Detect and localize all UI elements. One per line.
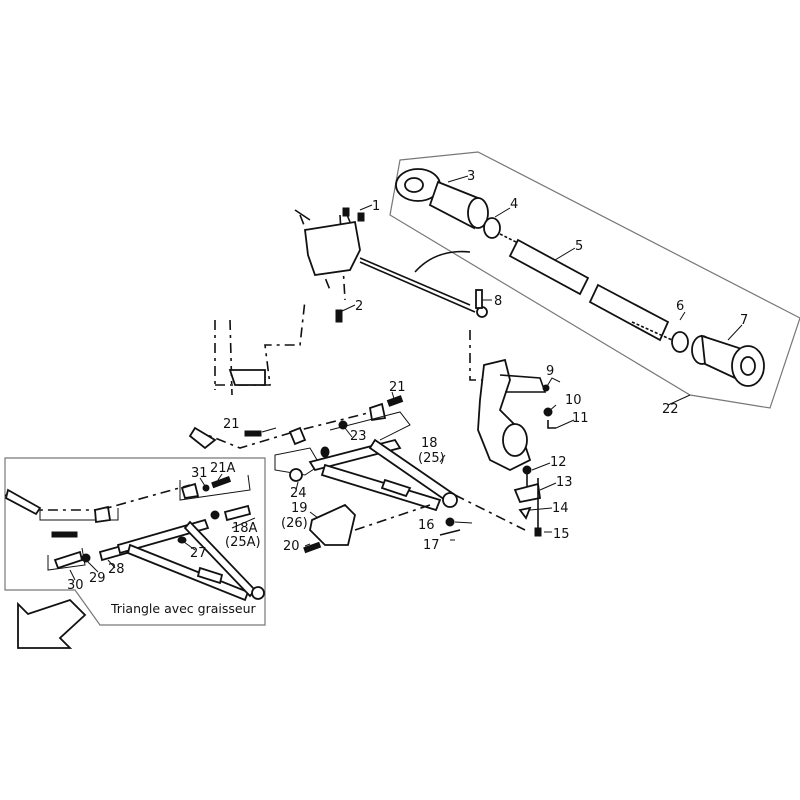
label-4: 4: [510, 197, 518, 212]
label-26: (26): [281, 516, 308, 531]
rod-end-7: [691, 334, 765, 387]
label-8: 8: [494, 294, 502, 309]
label-3: 3: [467, 169, 475, 184]
label-20: 20: [283, 539, 300, 554]
label-24: 24: [290, 486, 307, 501]
label-29: 29: [89, 571, 106, 586]
label-17: 17: [423, 538, 440, 553]
label-6: 6: [676, 299, 684, 314]
label-25: (25): [418, 451, 445, 466]
label-12: 12: [550, 455, 567, 470]
label-9: 9: [546, 364, 554, 379]
label-15: 15: [553, 527, 570, 542]
nut-6: [671, 331, 689, 353]
label-14: 14: [552, 501, 569, 516]
label-21-lower: 21: [223, 417, 240, 432]
label-30: 30: [67, 578, 84, 593]
label-7: 7: [740, 313, 748, 328]
label-25A: (25A): [225, 535, 261, 550]
tie-rod-assembly-frame: [389, 151, 800, 409]
label-21A: 21A: [210, 461, 236, 476]
label-10: 10: [565, 393, 582, 408]
label-19: 19: [291, 501, 308, 516]
label-16: 16: [418, 518, 435, 533]
inset-frame: [4, 457, 266, 626]
label-11: 11: [572, 411, 589, 426]
label-18: 18: [421, 436, 438, 451]
label-5: 5: [575, 239, 583, 254]
label-18A: 18A: [232, 521, 258, 536]
inset-caption: Triangle avec graisseur: [110, 601, 257, 616]
label-28: 28: [108, 562, 125, 577]
label-23: 23: [350, 429, 367, 444]
sleeve-5: [508, 238, 670, 342]
rod-end-3: [395, 168, 489, 230]
label-27: 27: [190, 546, 207, 561]
direction-arrow-icon: [17, 598, 87, 649]
label-1: 1: [372, 199, 380, 214]
label-31: 31: [191, 466, 208, 481]
label-21-upper: 21: [389, 380, 406, 395]
label-22: 22: [662, 402, 679, 417]
label-2: 2: [355, 299, 363, 314]
label-13: 13: [556, 475, 573, 490]
nut-4: [483, 217, 501, 239]
